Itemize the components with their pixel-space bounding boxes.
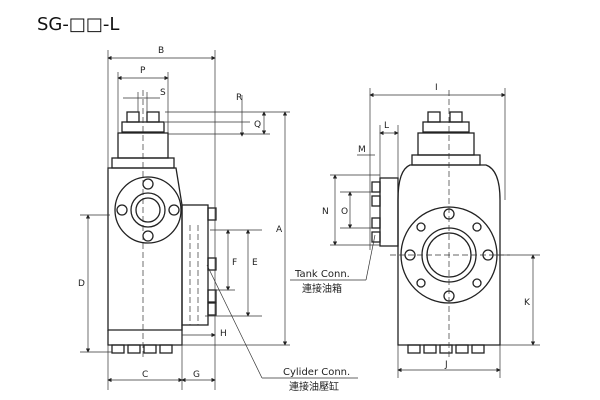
dim-l: L bbox=[384, 121, 389, 131]
dim-b: B bbox=[158, 46, 164, 56]
dim-a: A bbox=[276, 225, 283, 235]
tank-conn-label: Tank Conn. bbox=[294, 269, 350, 280]
front-view-dimensions: I L M N O K J bbox=[290, 83, 540, 378]
dim-h: H bbox=[220, 329, 227, 339]
dim-p: P bbox=[140, 66, 146, 76]
front-view bbox=[371, 90, 510, 360]
dim-s: S bbox=[160, 88, 166, 98]
side-view-dimensions: B P S R Q A D F E H C G bbox=[78, 46, 358, 390]
cylinder-conn-label: Cylider Conn. bbox=[283, 367, 350, 378]
dim-g: G bbox=[193, 370, 200, 380]
dim-r: R bbox=[236, 93, 242, 103]
model-title: SG-□□-L bbox=[37, 14, 120, 35]
dim-i: I bbox=[435, 83, 438, 93]
dim-e: E bbox=[252, 258, 258, 268]
cylinder-conn-zh-label: 連接油壓缸 bbox=[289, 380, 339, 393]
dim-m: M bbox=[358, 145, 366, 155]
dim-j: J bbox=[444, 360, 448, 370]
side-view bbox=[107, 90, 217, 360]
dim-n: N bbox=[322, 207, 329, 217]
tank-conn-zh-label: 連接油箱 bbox=[302, 282, 342, 295]
dim-f: F bbox=[232, 258, 237, 268]
callouts: Tank Conn. 連接油箱 Cylider Conn. 連接油壓缸 bbox=[283, 269, 350, 393]
dim-c: C bbox=[142, 370, 148, 380]
dim-o: O bbox=[341, 207, 348, 217]
dim-q: Q bbox=[254, 120, 261, 130]
dim-d: D bbox=[78, 279, 85, 289]
dim-k: K bbox=[524, 298, 531, 308]
